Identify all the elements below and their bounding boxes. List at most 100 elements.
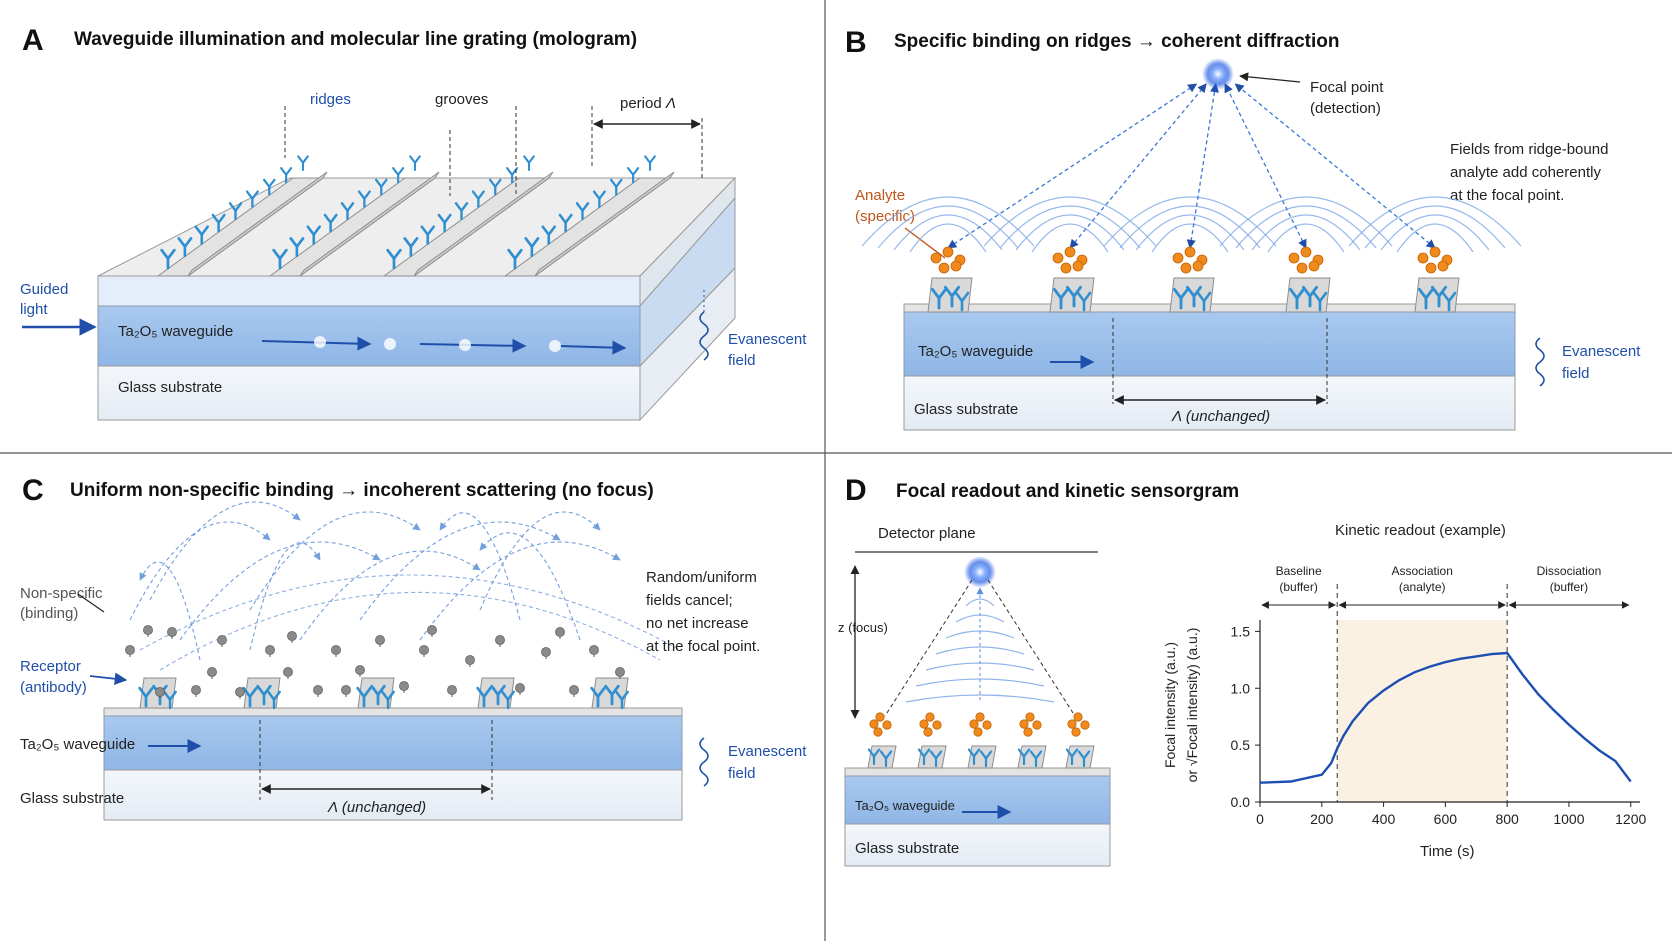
antibody-arm: [211, 213, 220, 224]
antibody-arm: [1437, 285, 1448, 298]
antibody-arm: [409, 155, 417, 164]
panel-b-focal-label: Focal point(detection): [1310, 79, 1384, 117]
focus-wavefront: [955, 614, 1005, 623]
antibody-arm: [1052, 287, 1063, 300]
antibody-arm: [596, 686, 606, 698]
antibody-arm: [166, 248, 176, 260]
scatter-arc: [359, 521, 561, 621]
antibody-icon: [575, 202, 590, 221]
antibody-arm: [242, 686, 252, 698]
panel-a-waveguide: [97, 305, 641, 367]
antibody-icon: [289, 237, 305, 258]
antibody-arm: [460, 202, 469, 212]
panel-b-analyte-pointer: [904, 227, 946, 259]
antibody-icon: [1172, 287, 1190, 310]
antibody-icon: [967, 748, 981, 766]
panel-c-receptor-pointer: [89, 672, 128, 686]
antibody-arm: [523, 155, 531, 164]
scatter-arc: [419, 541, 621, 641]
scatter-arc: [249, 542, 321, 651]
analyte-molecule: [938, 262, 950, 274]
antibody-arm: [392, 248, 402, 260]
panel-d-wavefronts: [905, 598, 1055, 703]
antibody-arm: [1076, 291, 1086, 303]
antibody-arm: [1070, 748, 1079, 758]
panel-c-letter: C: [22, 474, 44, 507]
antibody-icon: [1301, 285, 1319, 308]
wg-glow-1: [314, 336, 326, 348]
antibody-icon: [381, 690, 395, 710]
antibody-arm: [381, 690, 390, 701]
diffraction-ray: [1069, 83, 1207, 249]
grooves-label: grooves: [435, 91, 488, 108]
antibody-arm: [507, 248, 517, 260]
nonspecific-molecule: [125, 645, 135, 655]
antibody-arm: [1179, 287, 1190, 300]
panel-d-ridges: [867, 745, 1095, 769]
nonspecific-molecule: [207, 667, 217, 677]
panel-c-nonspecific-molecules: [125, 625, 625, 699]
scatter-arc-wide: [139, 574, 681, 651]
antibody-arm: [1034, 750, 1043, 760]
panel-c-substrate: [103, 769, 683, 821]
antibody-arm: [443, 213, 452, 224]
antibody-icon: [1052, 287, 1070, 310]
antibody-icon: [1185, 285, 1203, 308]
antibody-arm: [454, 202, 463, 212]
focus-wavefront: [965, 598, 995, 607]
z-focus-label: z (focus): [838, 620, 888, 635]
antibody-arm: [527, 155, 535, 164]
antibody-arm: [1077, 750, 1086, 760]
nonspecific-molecule: [495, 635, 505, 645]
antibody-arm: [506, 167, 514, 176]
analyte-molecule: [1296, 262, 1308, 274]
analyte-molecule: [1073, 712, 1083, 722]
wg-arrow-2: [419, 338, 527, 353]
panel-a-substrate: [97, 365, 641, 421]
focus-wavefront: [945, 630, 1015, 639]
nonspecific-molecule: [331, 645, 341, 655]
scatter-arc: [479, 532, 581, 641]
antibody-arm: [251, 190, 259, 200]
antibody-icon: [1065, 285, 1083, 308]
antibody-arm: [632, 167, 640, 176]
antibody-arm: [872, 748, 881, 758]
x-tick-label: 800: [1495, 811, 1519, 827]
antibody-arm: [144, 686, 154, 698]
antibody-icon: [558, 213, 573, 233]
nonspecific-molecule: [541, 647, 551, 657]
analyte-molecule: [1019, 719, 1029, 729]
antibody-arm: [1424, 287, 1435, 300]
scatter-arc: [139, 561, 201, 661]
antibody-arm: [403, 237, 413, 248]
wavefront-arc: [1348, 196, 1522, 247]
antibody-arm: [262, 178, 271, 188]
antibody-arm: [1172, 287, 1183, 300]
antibody-arm: [524, 237, 534, 248]
antibody-arm: [547, 225, 556, 236]
panel-b-wavefronts: [861, 196, 1522, 253]
antibody-icon: [386, 248, 402, 270]
panel-d-waveguide-label: Ta₂O₅ waveguide: [855, 798, 955, 813]
nonspecific-molecule: [419, 645, 429, 655]
antibody-arm: [879, 750, 888, 760]
panel-a-evanescent-wave-icon: [699, 311, 709, 361]
antibody-icon: [524, 237, 540, 258]
analyte-molecule: [1300, 246, 1312, 258]
ridge-side: [299, 171, 440, 277]
antibody-arm: [1295, 287, 1306, 300]
panel-b-period-label: Λ (unchanged): [1171, 408, 1270, 425]
antibody-arm: [420, 225, 430, 236]
antibody-arm: [386, 690, 395, 701]
x-tick-label: 200: [1310, 811, 1334, 827]
analyte-molecule: [942, 246, 954, 258]
antibody-icon: [592, 190, 606, 208]
antibody-icon: [523, 155, 535, 172]
antibody-arm: [183, 237, 193, 248]
